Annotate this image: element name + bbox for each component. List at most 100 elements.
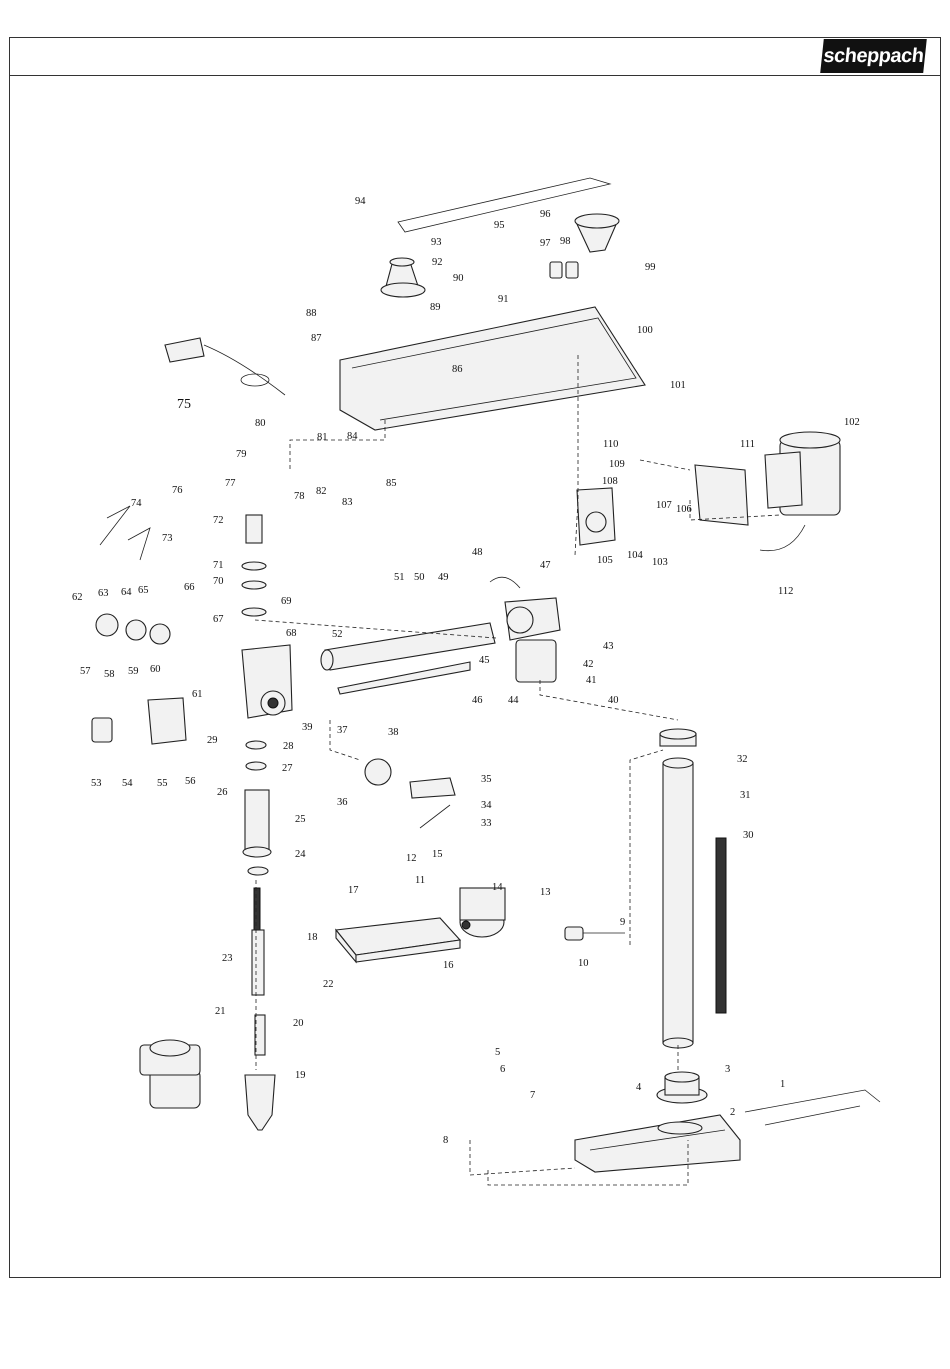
motor-pulley: [574, 213, 620, 253]
part-number-label: 26: [217, 787, 228, 798]
part-number-label: 97: [540, 238, 551, 249]
assembly-lines: [254, 355, 781, 1186]
part-number-label: 94: [355, 196, 366, 207]
part-number-label: 10: [578, 958, 589, 969]
part-number-label: 32: [737, 754, 748, 765]
part-number-label: 69: [281, 596, 292, 607]
part-number-label: 67: [213, 614, 224, 625]
part-number-label: 4: [636, 1082, 642, 1093]
part-number-label: 62: [72, 592, 83, 603]
part-number-label: 39: [302, 722, 313, 733]
part-number-label: 68: [286, 628, 297, 639]
part-number-label: 96: [540, 209, 551, 220]
part-number-label: 21: [215, 1006, 226, 1017]
part-labels: 1234567891011121314151617181920212223242…: [72, 196, 860, 1146]
pulley-cover: [339, 306, 646, 431]
part-number-label: 42: [583, 659, 594, 670]
base-lever-rods: [744, 1089, 881, 1126]
hex-keys: [99, 505, 151, 561]
part-number-label: 74: [131, 498, 142, 509]
part-number-label: 48: [472, 547, 483, 558]
chuck-guard: [139, 1039, 201, 1109]
part-number-label: 109: [609, 459, 625, 470]
part-number-label: 90: [453, 273, 464, 284]
part-number-label: 108: [602, 476, 618, 487]
part-number-label: 60: [150, 664, 161, 675]
spindle: [251, 887, 266, 1056]
part-number-label: 51: [394, 572, 405, 583]
part-number-label: 47: [540, 560, 551, 571]
part-number-label: 57: [80, 666, 91, 677]
part-number-label: 5: [495, 1047, 500, 1058]
part-number-label: 100: [637, 325, 653, 336]
part-number-label: 88: [306, 308, 317, 319]
part-number-label: 106: [676, 504, 692, 515]
part-number-label: 89: [430, 302, 441, 313]
part-number-label: 35: [481, 774, 492, 785]
part-number-label: 41: [586, 675, 597, 686]
base-plate: [574, 1114, 741, 1173]
belt: [397, 177, 612, 233]
part-number-label: 50: [414, 572, 425, 583]
rack: [715, 837, 727, 1014]
part-number-label: 80: [255, 418, 266, 429]
part-number-label: 52: [332, 629, 343, 640]
part-number-label: 49: [438, 572, 449, 583]
part-number-label: 54: [122, 778, 133, 789]
part-number-label: 44: [508, 695, 519, 706]
part-number-label: 11: [415, 875, 425, 886]
part-number-label: 37: [337, 725, 348, 736]
part-number-label: 25: [295, 814, 306, 825]
part-number-label: 92: [432, 257, 443, 268]
part-number-label: 28: [283, 741, 294, 752]
part-number-label: 31: [740, 790, 751, 801]
column-collar: [659, 728, 697, 747]
motor: [759, 431, 841, 552]
motor-bracket: [694, 464, 749, 526]
column-tube: [662, 757, 694, 1049]
part-number-label: 91: [498, 294, 509, 305]
part-number-label: 34: [481, 800, 492, 811]
part-number-label: 107: [656, 500, 672, 511]
part-number-label: 2: [730, 1107, 735, 1118]
spring: [489, 576, 521, 589]
part-number-label: 8: [443, 1135, 448, 1146]
part-number-label: 27: [282, 763, 293, 774]
feed-handle-hub: [364, 758, 456, 829]
part-number-label: 101: [670, 380, 686, 391]
part-number-label: 64: [121, 587, 132, 598]
part-number-label: 85: [386, 478, 397, 489]
part-number-label: 105: [597, 555, 613, 566]
table-bracket: [459, 887, 506, 938]
part-number-label: 17: [348, 885, 359, 896]
part-number-label: 98: [560, 236, 571, 247]
part-number-label: 46: [472, 695, 483, 706]
part-number-label: 65: [138, 585, 149, 596]
table: [334, 917, 462, 964]
part-number-label: 104: [627, 550, 644, 561]
part-number-label: 29: [207, 735, 218, 746]
power-cord: [164, 337, 286, 396]
part-number-label: 3: [725, 1064, 730, 1075]
part-number-label: 40: [608, 695, 619, 706]
small-pulleys: [549, 261, 579, 279]
part-number-label: 99: [645, 262, 656, 273]
column-flange: [656, 1071, 708, 1104]
part-number-label: 53: [91, 778, 102, 789]
part-number-label: 76: [172, 485, 183, 496]
switch-box: [91, 697, 187, 745]
part-number-label: 86: [452, 364, 463, 375]
part-number-label: 79: [236, 449, 247, 460]
depth-stop-assembly: [95, 613, 171, 645]
arm-guide: [337, 661, 471, 695]
rings-and-washers: [245, 740, 269, 876]
part-number-label: 77: [225, 478, 236, 489]
part-number-label: 9: [620, 917, 625, 928]
part-number-label: 20: [293, 1018, 304, 1029]
part-number-label: 6: [500, 1064, 505, 1075]
part-number-label: 43: [603, 641, 614, 652]
part-number-label: 13: [540, 887, 551, 898]
part-number-label: 16: [443, 960, 454, 971]
spindle-pulley: [380, 257, 426, 298]
